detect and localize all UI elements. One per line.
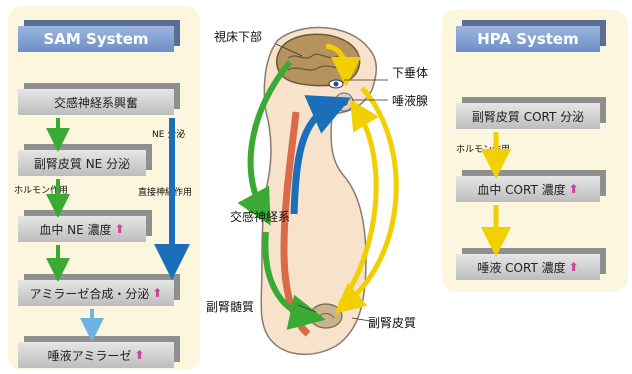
sam-box-blood-ne-text: 血中 NE 濃度 [39,222,112,237]
hpa-box-blood-cort: 血中 CORT 濃度 ⬆ [456,176,600,202]
sam-box-amylase-secretion-text: アミラーゼ合成・分泌 [29,286,150,301]
sam-box-salivary-amylase-text: 唾液アミラーゼ [47,348,132,363]
brain-shape [275,33,361,87]
sam-title-text: SAM System [43,30,149,48]
label-adrenal-medulla: 副腎髄質 [206,300,255,314]
hpa-title: HPA System [456,26,600,52]
sam-box-ne-secretion: 副腎皮質 NE 分泌 [18,150,146,176]
sam-panel [8,6,200,370]
arrow-blue-to-salivary [290,95,352,215]
up-arrow-icon: ⬆ [114,222,125,236]
sam-box-amylase-secretion: アミラーゼ合成・分泌 ⬆ [18,280,174,306]
hpa-title-text: HPA System [477,30,579,48]
sam-title: SAM System [18,26,174,52]
arrow-green-sympathetic-to-medulla [262,231,326,330]
sam-box-sympathetic: 交感神経系興奮 [18,89,174,115]
sam-note-ne-secretion: NE 分泌 [152,130,186,140]
up-arrow-icon: ⬆ [568,182,579,196]
hpa-box-blood-cort-text: 血中 CORT 濃度 [477,182,566,197]
sam-box-blood-ne: 血中 NE 濃度 ⬆ [18,216,146,242]
adrenal-gland-shape [309,303,343,329]
sam-note-direct-nerve: 直接神経作用 [138,188,193,198]
label-adrenal-cortex: 副腎皮質 [368,316,417,330]
up-arrow-icon: ⬆ [152,286,163,300]
sam-note-hormone: ホルモン作用 [14,186,69,196]
hpa-panel [442,10,628,292]
sam-box-ne-secretion-text: 副腎皮質 NE 分泌 [33,156,131,171]
arrow-yellow-hypothalamus-to-pituitary [325,43,361,87]
hpa-box-cort-secretion: 副腎皮質 CORT 分泌 [456,103,600,129]
arrow-yellow-cortex-to-salivary [337,99,379,306]
hpa-box-cort-secretion-text: 副腎皮質 CORT 分泌 [471,109,585,124]
up-arrow-icon: ⬆ [134,348,145,362]
up-arrow-icon: ⬆ [568,260,579,274]
arrow-green-hypothalamus-to-sympathetic [237,60,293,226]
label-pituitary: 下垂体 [392,66,429,80]
hpa-box-salivary-cort-text: 唾液 CORT 濃度 [477,260,566,275]
label-sympathetic-nervous-system: 交感神経系 [230,210,291,224]
label-salivary-gland: 唾液腺 [392,94,429,108]
label-hypothalamus: 視床下部 [214,30,263,44]
hpa-box-salivary-cort: 唾液 CORT 濃度 ⬆ [456,254,600,280]
sam-box-sympathetic-text: 交感神経系興奮 [53,95,138,110]
sam-box-salivary-amylase: 唾液アミラーゼ ⬆ [18,342,174,368]
